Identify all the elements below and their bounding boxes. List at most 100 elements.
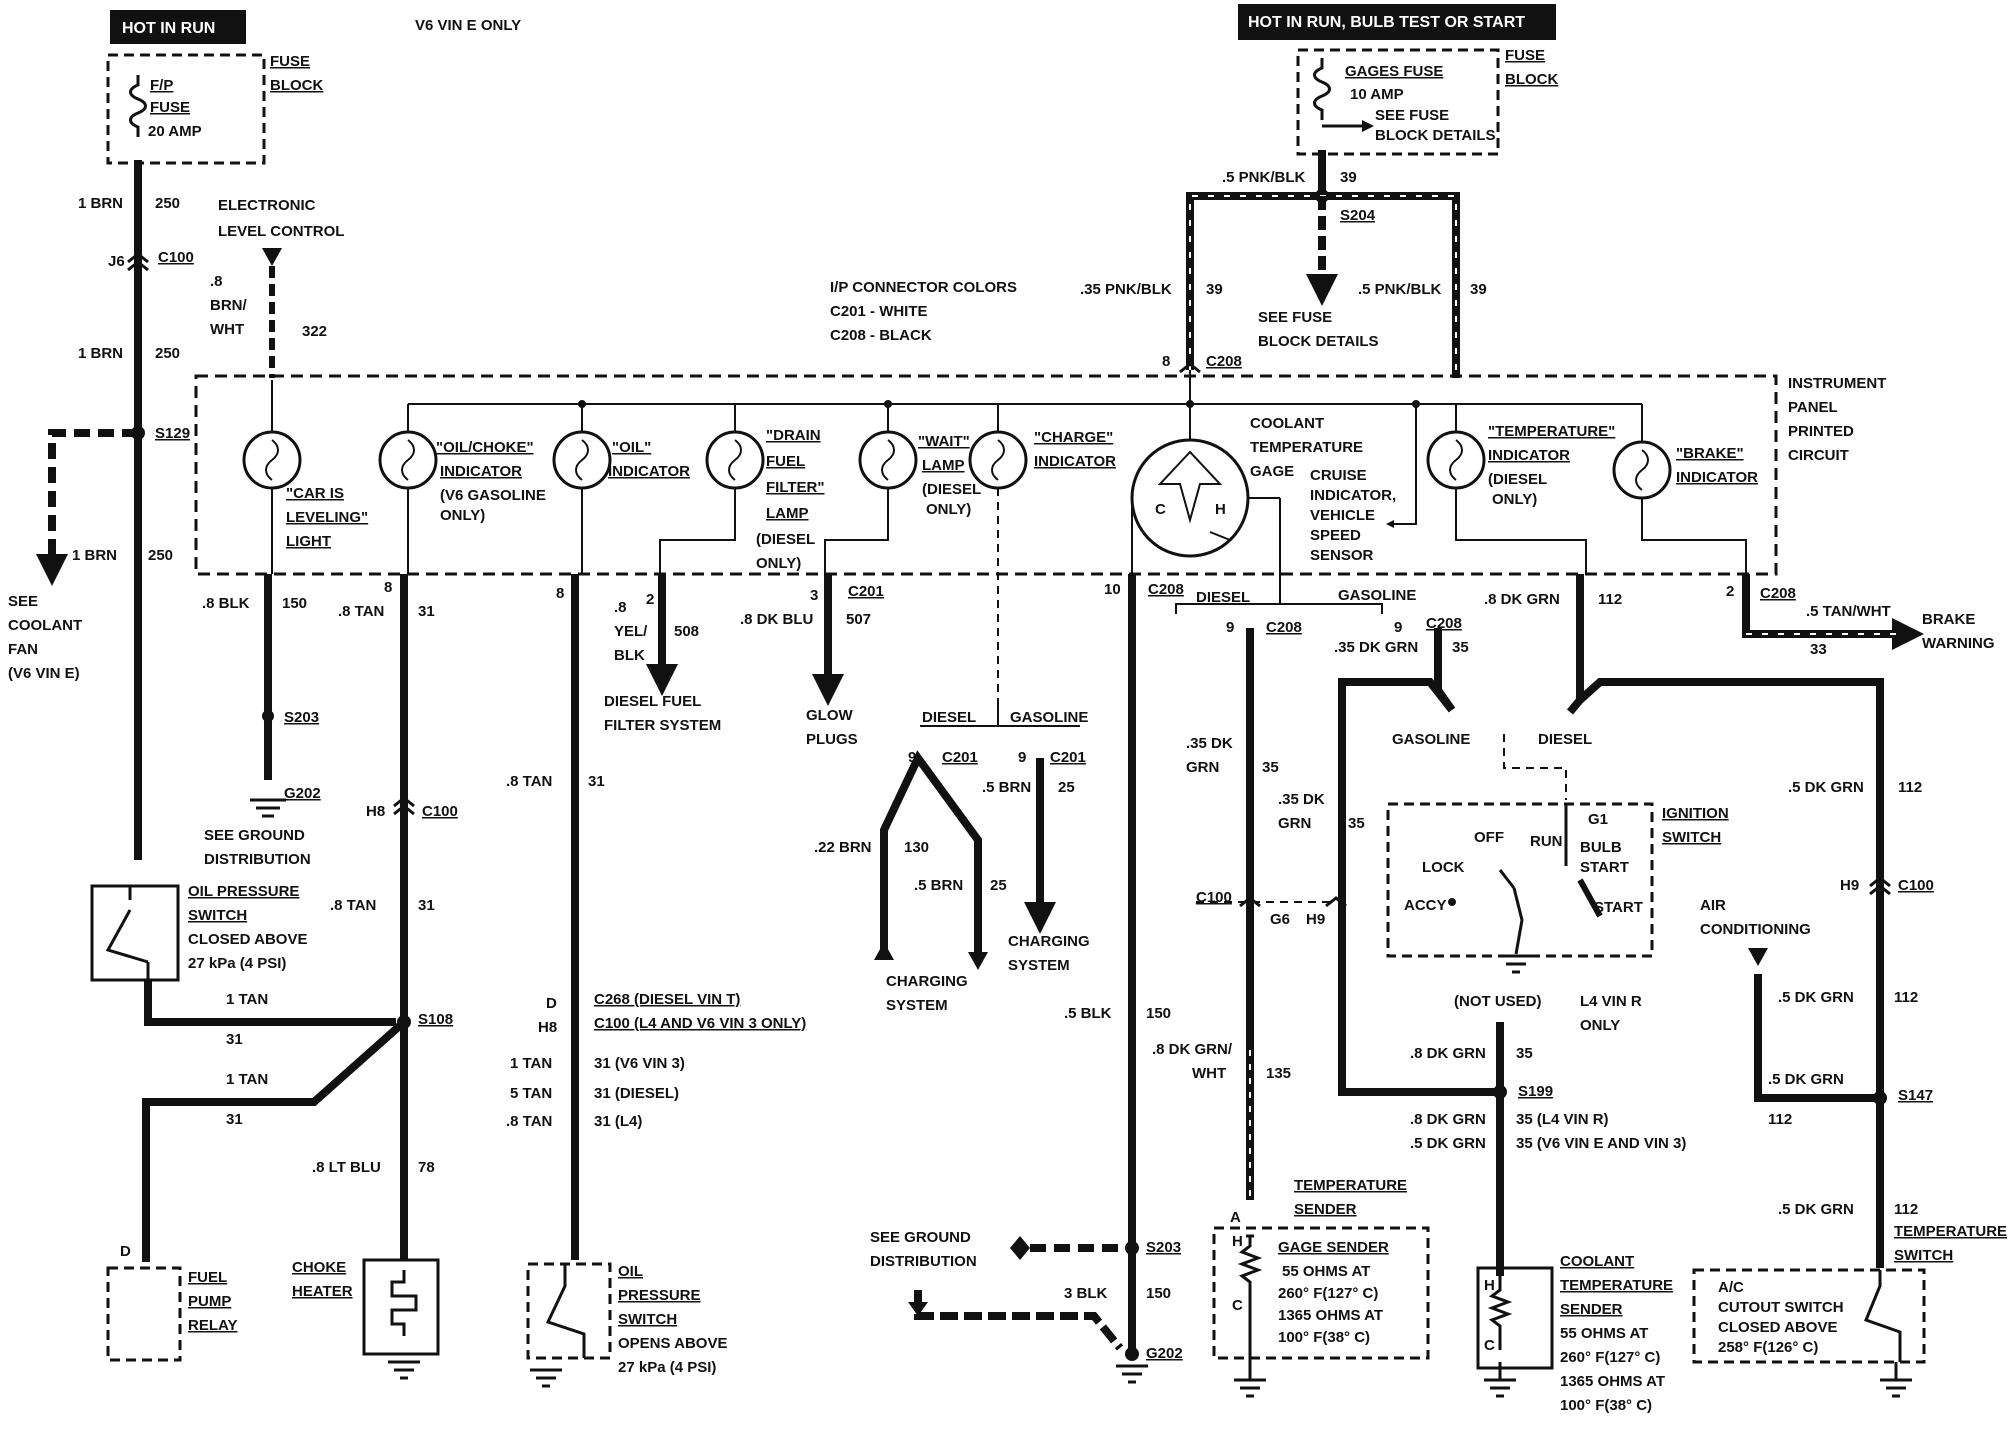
lev-see-1: SEE GROUND xyxy=(204,827,305,844)
ts-w2-g2: GRN xyxy=(1186,759,1219,776)
ground-symbol-g202-left xyxy=(250,798,286,818)
brake-conn: C208 xyxy=(1760,585,1796,602)
gages-fuse-box xyxy=(1296,48,1500,156)
cts-resistor xyxy=(1487,1276,1513,1350)
oil-w3-gauge: 1 TAN xyxy=(226,991,268,1008)
bulb-brake xyxy=(1612,404,1747,574)
gg-arrowhead xyxy=(1010,1236,1030,1260)
see-fuse-2: BLOCK DETAILS xyxy=(1258,333,1379,350)
oil2-v3-gauge: .8 TAN xyxy=(506,1113,552,1130)
oil-pin2: H8 xyxy=(366,803,385,820)
gage-cold: C xyxy=(1155,501,1166,518)
ac-1: AIR xyxy=(1700,897,1726,914)
gg-circuit: 150 xyxy=(1146,1005,1171,1022)
splice-s147-dot xyxy=(1873,1091,1887,1105)
lev-gauge: .8 BLK xyxy=(202,595,250,612)
lbl-coolant-2: TEMPERATURE xyxy=(1250,439,1363,456)
see-coolant-1: SEE xyxy=(8,593,38,610)
brake-circuit: 33 xyxy=(1810,641,1827,658)
choke-heater-symbol xyxy=(390,1270,418,1336)
brake-pin: 2 xyxy=(1726,583,1734,600)
glow-dest-1: GLOW xyxy=(806,707,853,724)
lbl-cruise-4: SPEED xyxy=(1310,527,1361,544)
gg-conn: C208 xyxy=(1148,581,1184,598)
lbl-brake-2: INDICATOR xyxy=(1676,469,1758,486)
ig-accy-contact xyxy=(1448,898,1456,906)
tan-31-wire-c xyxy=(142,1019,407,1262)
lbl-cruise-1: CRUISE xyxy=(1310,467,1367,484)
bulb-car-leveling xyxy=(242,380,302,574)
gg-down-arrow xyxy=(908,1302,928,1316)
lbl-wait-3: (DIESEL xyxy=(922,481,981,498)
gas-diesel-loop xyxy=(1338,648,1500,1096)
oil2-c100: C100 (L4 AND V6 VIN 3 ONLY) xyxy=(594,1015,806,1032)
fp-fuse-box xyxy=(106,53,266,165)
oil-w3-circuit: 31 xyxy=(226,1031,243,1048)
connector-c208-top-symbol xyxy=(1179,362,1201,374)
gages-block-details: BLOCK DETAILS xyxy=(1375,127,1496,144)
ts-w4-circuit: 135 xyxy=(1266,1065,1291,1082)
elc-label-2: LEVEL CONTROL xyxy=(218,223,344,240)
g202-ground-symbol xyxy=(1116,1364,1148,1384)
oil-circuit: 31 xyxy=(418,603,435,620)
cts-2: TEMPERATURE xyxy=(1560,1277,1673,1294)
ig-w1-gauge: .8 DK GRN xyxy=(1484,591,1560,608)
elc-label-1: ELECTRONIC xyxy=(218,197,316,214)
coolant-temp-gage xyxy=(1130,404,1281,574)
charge-sys-2: SYSTEM xyxy=(886,997,948,1014)
gage-hot: H xyxy=(1215,501,1226,518)
oil-pin: 8 xyxy=(384,579,392,596)
ts-w4-g1: .8 DK GRN/ xyxy=(1152,1041,1233,1058)
charge-up-arrow xyxy=(874,942,894,960)
ac-sw-1: TEMPERATURE xyxy=(1894,1223,2007,1240)
ac-conn: C100 xyxy=(1898,877,1934,894)
panel-label-2: PANEL xyxy=(1788,399,1838,416)
bulb-charge xyxy=(968,404,1028,700)
splice-s203-left-dot xyxy=(262,710,274,722)
cruise-arrow xyxy=(1386,404,1417,528)
ac-cut-3: CLOSED ABOVE xyxy=(1718,1319,1837,1336)
choke-heater-box xyxy=(362,1258,440,1356)
ts-pin-a2: A xyxy=(1230,1209,1241,1226)
gs-3: 260° F(127° C) xyxy=(1278,1285,1378,1302)
gage-sender-ground xyxy=(1234,1300,1266,1398)
ts-g6: G6 xyxy=(1270,911,1290,928)
oil2-pin-h8: H8 xyxy=(538,1019,557,1036)
ts-w4-g2: WHT xyxy=(1192,1065,1226,1082)
ig-run: RUN xyxy=(1530,833,1563,850)
gg-splice: S203 xyxy=(1146,1239,1181,1256)
lbl-cruise-3: VEHICLE xyxy=(1310,507,1375,524)
brn-130-25-wire xyxy=(880,750,982,960)
ac-w3-circuit: 112 xyxy=(1768,1111,1792,1128)
gg-ground: G202 xyxy=(1146,1345,1183,1362)
splice-s204: S204 xyxy=(1340,207,1376,224)
lbl-wait-1: "WAIT" xyxy=(918,433,970,450)
oil-w4-gauge: 1 TAN xyxy=(226,1071,268,1088)
ts-conn-a: C208 xyxy=(1266,619,1302,636)
oil-w4-circuit: 31 xyxy=(226,1111,243,1128)
bulb-drain-fuel-filter xyxy=(659,404,765,574)
ts-pin-a: 9 xyxy=(1226,619,1234,636)
lbl-temp-1: "TEMPERATURE" xyxy=(1488,423,1615,440)
ops-1: OIL PRESSURE xyxy=(188,883,299,900)
gages-fuse-rating: 10 AMP xyxy=(1350,86,1404,103)
ops-4: 27 kPa (4 PSI) xyxy=(188,955,286,972)
ac-w2-gauge: .5 DK GRN xyxy=(1778,989,1854,1006)
pnk-blk-gauge-c: .5 PNK/BLK xyxy=(1358,281,1442,298)
ts-w3-g2: GRN xyxy=(1278,815,1311,832)
lbl-oil-2: INDICATOR xyxy=(608,463,690,480)
choke-2: HEATER xyxy=(292,1283,353,1300)
ig-ground xyxy=(1500,954,1532,974)
gages-fuse-symbol xyxy=(1313,58,1331,120)
lbl-temp-2: INDICATOR xyxy=(1488,447,1570,464)
ig-title-2: SWITCH xyxy=(1662,829,1721,846)
panel-label-3: PRINTED xyxy=(1788,423,1854,440)
oil2-sw-1: OIL xyxy=(618,1263,643,1280)
charge-w3-circuit: 25 xyxy=(1058,779,1075,796)
oil2-v2-circuit: 31 (DIESEL) xyxy=(594,1085,679,1102)
gg-gauge: .5 BLK xyxy=(1064,1005,1112,1022)
df-g3: BLK xyxy=(614,647,645,664)
oil-gauge: .8 TAN xyxy=(338,603,384,620)
ig-start-contact xyxy=(1577,878,1603,918)
gg-w2-circuit: 150 xyxy=(1146,1285,1171,1302)
